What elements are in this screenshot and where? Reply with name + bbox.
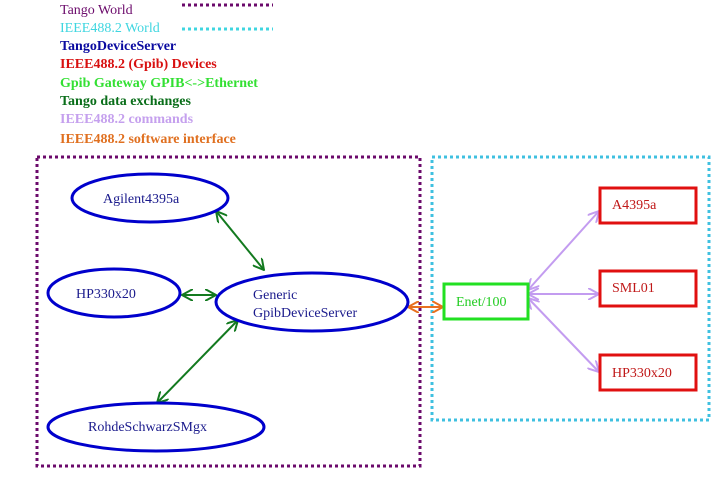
- edge-enet-a4395a: [528, 211, 599, 290]
- node-a4395a-device: A4395a: [598, 186, 698, 225]
- legend-item-gpib-gateway: Gpib Gateway GPIB<->Ethernet: [60, 76, 258, 91]
- legend-item-software-interface: IEEE488.2 software interface: [60, 132, 236, 147]
- edge-rohde-generic: [157, 320, 238, 403]
- legend-item-ieee-commands: IEEE488.2 commands: [60, 112, 194, 127]
- edge-agilent-generic: [216, 211, 264, 270]
- node-label: A4395a: [612, 198, 657, 213]
- node-label: HP330x20: [612, 366, 672, 381]
- node-label-line1: Generic: [253, 288, 297, 303]
- node-label-line2: GpibDeviceServer: [253, 306, 358, 321]
- ieee-world-region: [430, 155, 711, 422]
- legend-item-tango-world: Tango World: [60, 3, 133, 18]
- node-enet100-gateway: Enet/100: [442, 282, 530, 321]
- node-rohde-schwarz-smgx: RohdeSchwarzSMgx: [46, 401, 266, 453]
- node-label: Enet/100: [456, 295, 507, 310]
- legend-item-gpib-devices: IEEE488.2 (Gpib) Devices: [60, 57, 217, 72]
- node-generic-gpib-device-server: Generic GpibDeviceServer: [214, 271, 410, 333]
- node-label: Agilent4395a: [103, 192, 180, 207]
- node-sml01-device: SML01: [598, 269, 698, 308]
- node-label: SML01: [612, 281, 655, 296]
- node-hp330x20-server: HP330x20: [46, 267, 182, 319]
- legend-item-tango-data-exchanges: Tango data exchanges: [60, 94, 191, 109]
- legend-item-tango-device-server: TangoDeviceServer: [60, 39, 177, 54]
- node-label: RohdeSchwarzSMgx: [88, 420, 207, 435]
- edge-enet-hp330x20: [528, 298, 599, 372]
- legend-item-ieee-world: IEEE488.2 World: [60, 21, 160, 36]
- node-agilent4395a: Agilent4395a: [70, 172, 230, 224]
- tango-world-region: [35, 155, 422, 468]
- node-label: HP330x20: [76, 287, 136, 302]
- node-hp330x20-device: HP330x20: [598, 353, 698, 392]
